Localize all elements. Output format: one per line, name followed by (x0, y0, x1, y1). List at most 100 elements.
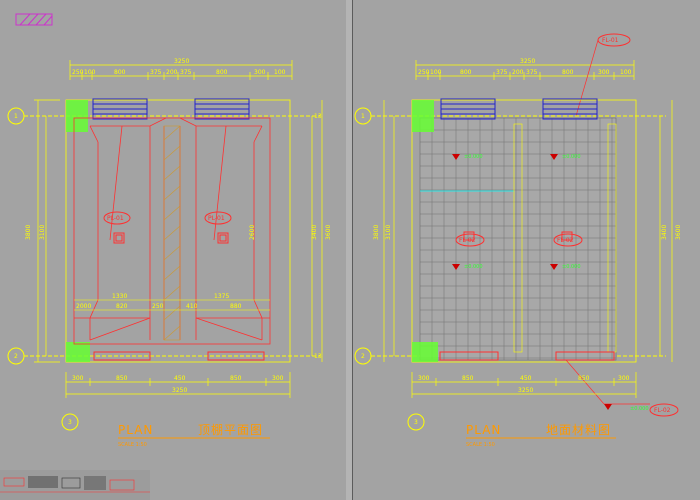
left-plan-title-cn: 顶棚平面图 (198, 422, 263, 437)
bottom-dim-5: 300 (272, 375, 284, 382)
r-axis-mark-a: 1 (361, 113, 365, 120)
top-dim-3: 800 (114, 69, 126, 76)
left-viewport[interactable] (0, 0, 347, 500)
bottom-dimension-chain (65, 372, 291, 398)
r-axis-mark-c: 3 (414, 419, 418, 426)
r-vent-right (542, 98, 598, 120)
level-text-1: ±0.000 (464, 154, 483, 160)
r-top-dim-1: 250 (418, 69, 430, 76)
axis-mark-b: 2 (14, 353, 18, 360)
inner-dim-5: 880 (230, 303, 242, 310)
left-dim-outer: 3800 (25, 225, 32, 240)
left-plan-subtitle: SCALE 1:50 (118, 442, 147, 448)
r-vent-left (440, 98, 496, 120)
legend-hatch-icon (15, 13, 53, 26)
r-top-dim-2: 100 (430, 69, 442, 76)
r-top-dim-8: 300 (598, 69, 610, 76)
bottom-vent-left (93, 351, 151, 361)
r-top-dim-5: 200 (512, 69, 524, 76)
level-marker-4 (550, 264, 558, 270)
r-column-top-left (412, 100, 434, 132)
ceiling-outline (73, 117, 271, 345)
r-right-dimension-chain (659, 100, 673, 362)
bottom-dim-2: 850 (116, 375, 128, 382)
right-plan-subtitle: SCALE 1:50 (466, 442, 495, 448)
r-bottom-dim-1: 300 (418, 375, 430, 382)
r-top-dim-6: 375 (526, 69, 538, 76)
height-mark-top: 13 (314, 113, 322, 120)
column-top-left (66, 100, 88, 132)
height-mark-bottom: 13 (314, 353, 322, 360)
light-fixture-right (217, 232, 229, 244)
inner-dim-2: 820 (116, 303, 128, 310)
light-tag-right-text: PL-01 (208, 215, 225, 222)
mid-dim-right: 1375 (214, 293, 229, 300)
r-room-outline (411, 99, 637, 363)
level-marker-3 (452, 264, 460, 270)
room-outline (65, 99, 291, 363)
r-bottom-dim-3: 450 (520, 375, 532, 382)
callout-top-text: FL-01 (602, 37, 619, 44)
level-text-2: ±0.000 (562, 154, 581, 160)
light-tag-left-text: PL-01 (107, 215, 124, 222)
bottom-vent-right (207, 351, 265, 361)
r-left-dim-outer: 3800 (373, 225, 380, 240)
vent-left (92, 98, 148, 120)
r-left-dimension-chain (383, 100, 395, 362)
right-dimension-chain (311, 100, 323, 362)
r-top-dimension-chain (415, 60, 635, 80)
top-total-dim: 3250 (174, 58, 189, 65)
r-bottom-total-dim: 3250 (518, 387, 533, 394)
floor-tag-left-text: FL-02 (459, 237, 476, 244)
r-top-dim-9: 100 (620, 69, 632, 76)
mid-dim-left: 1330 (112, 293, 127, 300)
inner-dimension-chain (74, 299, 270, 311)
floor-tag-right (553, 231, 583, 247)
level-text-3: ±0.000 (464, 264, 483, 270)
callout-bottom-text: FL-02 (654, 407, 671, 414)
r-top-dim-7: 800 (562, 69, 574, 76)
r-threshold-right (555, 351, 615, 361)
r-top-dim-4: 375 (496, 69, 508, 76)
viewport-divider[interactable] (346, 0, 352, 500)
axis-mark-a: 1 (14, 113, 18, 120)
r-axis-mark-b: 2 (361, 353, 365, 360)
r-bottom-dim-5: 300 (618, 375, 630, 382)
top-dim-1: 250 (72, 69, 84, 76)
r-right-dim-inner: 3400 (661, 225, 668, 240)
ceiling-plan-drawing: 3250 250 100 800 375 200 375 800 300 100… (0, 13, 332, 500)
floor-tag-left (455, 231, 485, 247)
bottom-dim-1: 300 (72, 375, 84, 382)
right-plan-title-cn: 地面材料图 (546, 423, 611, 437)
bottom-total-dim: 3250 (172, 387, 187, 394)
left-dim-inner: 3100 (39, 225, 46, 240)
right-dim-inner: 3400 (311, 225, 318, 240)
floor-tile-grid (419, 117, 617, 361)
top-dim-9: 100 (274, 69, 286, 76)
level-marker-1 (452, 154, 460, 160)
right-dim-outer: 3600 (325, 225, 332, 240)
r-top-total-dim: 3250 (520, 58, 535, 65)
light-tag-right (204, 211, 232, 225)
minimap-thumbnail[interactable] (0, 470, 150, 500)
vent-right (194, 98, 250, 120)
r-bottom-dim-4: 850 (578, 375, 590, 382)
level-marker-2 (550, 154, 558, 160)
bottom-dim-4: 850 (230, 375, 242, 382)
top-dim-7: 800 (216, 69, 228, 76)
r-left-dim-inner: 3100 (385, 225, 392, 240)
floor-tag-right-text: FL-02 (557, 237, 574, 244)
bottom-dim-3: 450 (174, 375, 186, 382)
top-dimension-chain (69, 60, 293, 80)
inner-dim-4: 410 (186, 303, 198, 310)
top-dim-5: 200 (166, 69, 178, 76)
inner-label: 2600 (249, 225, 256, 240)
top-dim-2: 100 (84, 69, 96, 76)
right-plan-title: PLAN (466, 423, 501, 437)
r-bottom-dim-2: 850 (462, 375, 474, 382)
top-dim-4: 375 (150, 69, 162, 76)
axis-mark-c: 3 (68, 419, 72, 426)
light-tag-left (103, 211, 131, 225)
